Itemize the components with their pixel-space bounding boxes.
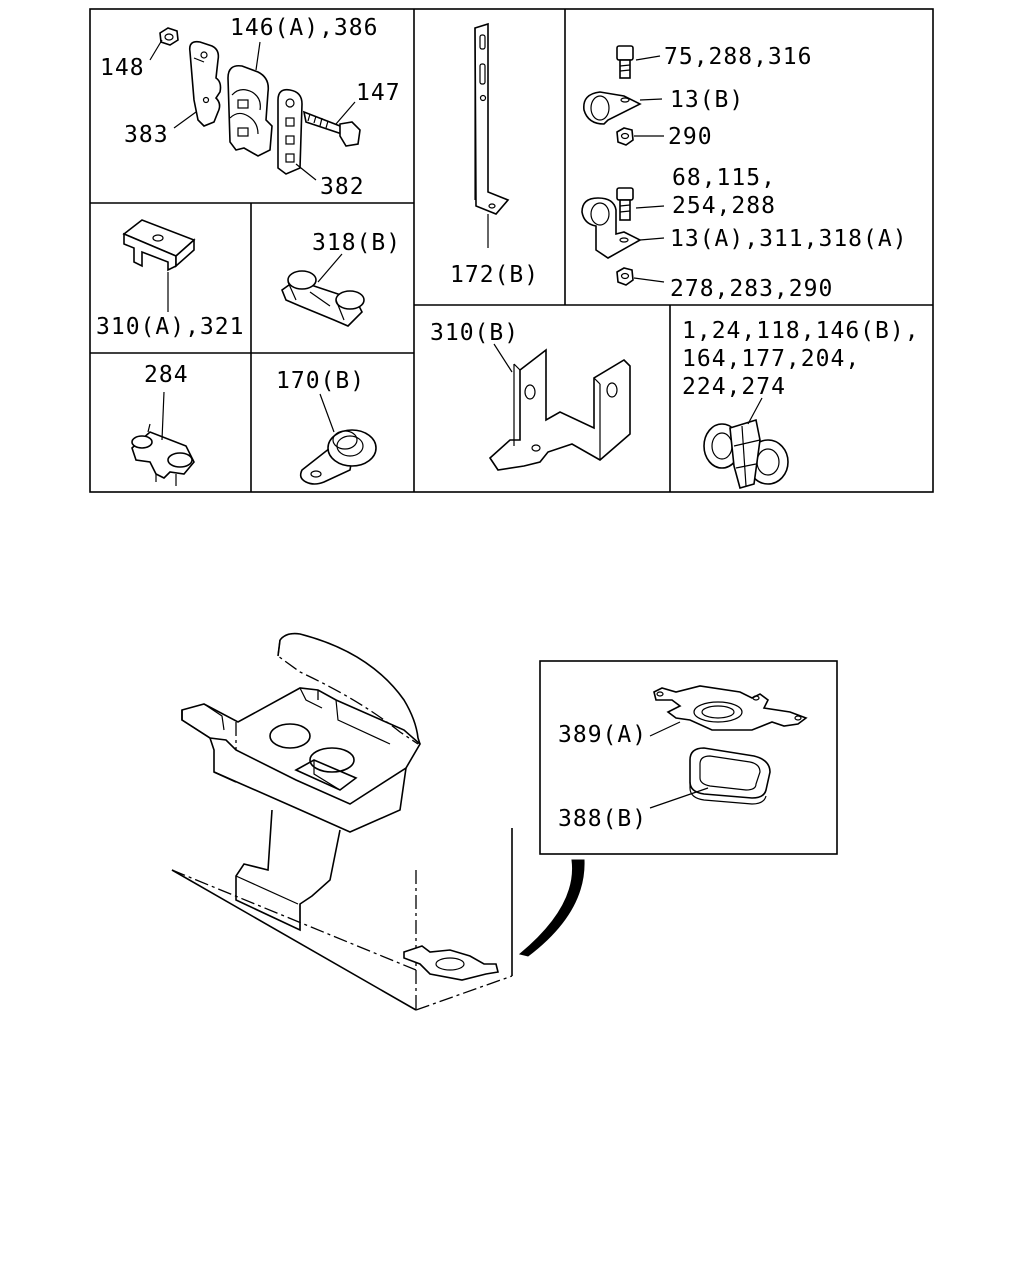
clip-170b-cell: 170(B) [276,368,377,485]
bracket-389a-icon [653,685,808,731]
label-310a-321: 310(A),321 [96,314,244,340]
label-13a-311-318a: 13(A),311,318(A) [670,226,908,252]
label-13b: 13(B) [670,87,744,113]
label-double-clip-line2: 164,177,204, [682,346,860,372]
leader-318b [317,253,343,283]
bracket-310a-icon [122,219,196,272]
label-75-288-316: 75,288,316 [664,44,812,70]
label-278-283-290: 278,283,290 [670,276,833,302]
leader-13b [639,98,663,101]
clip-13b-icon [583,91,642,125]
detail-box: 389(A) 388(B) [539,660,838,855]
bracket-310b-cell: 310(B) [430,320,631,471]
bolt-75-icon [616,45,634,79]
leader-383 [173,111,197,129]
clip-284-cell: 284 [131,362,195,486]
bracket-383-icon [188,40,222,127]
clip-13a-icon [581,197,642,259]
label-290: 290 [668,124,713,150]
label-388b: 388(B) [558,806,647,832]
clamp-assembly-cell: 146(A),386 148 147 383 382 [100,15,401,200]
nut-148-icon [159,27,179,46]
leader-68 [635,205,665,209]
leader-170b [319,393,335,433]
leader-389a [649,721,681,737]
clip-sets-cell: 75,288,316 13(B) 290 68,115, 254,288 13(… [581,44,908,302]
stay-bracket-cell: 172(B) [450,22,539,288]
stay-bracket-172b-icon [474,22,510,215]
label-148: 148 [100,55,145,81]
leader-double-clip [747,397,763,425]
leader-388b [649,787,709,809]
label-254-288: 254,288 [672,193,776,219]
clip-318b-icon [281,270,365,327]
leader-284 [161,391,165,441]
bolt-147-icon [302,110,361,147]
leader-310b [493,343,513,373]
label-383: 383 [124,122,169,148]
parts-grid [89,8,934,493]
label-284: 284 [144,362,189,388]
label-170b: 170(B) [276,368,365,394]
clip-284-icon [131,423,195,486]
nut-278-icon [616,267,634,286]
double-clip-cell: 1,24,118,146(B), 164,177,204, 224,274 [682,318,920,489]
label-382: 382 [320,174,365,200]
label-389a: 389(A) [558,722,647,748]
label-double-clip-line3: 224,274 [682,374,786,400]
double-clip-icon [703,418,789,489]
leader-147 [335,101,356,125]
label-146a-386: 146(A),386 [230,15,378,41]
bolt-68-icon [616,187,634,221]
leader-382 [295,163,317,181]
grommet-388b-icon [689,747,771,805]
detail-callout-arrow [518,859,585,957]
label-double-clip-line1: 1,24,118,146(B), [682,318,920,344]
leader-278 [633,277,665,283]
clamp-plate-382-icon [277,88,303,175]
label-318b: 318(B) [312,230,401,256]
bracket-310b-icon [488,348,631,471]
clamp-block-146a-icon [227,64,273,157]
nut-290-icon [616,127,634,146]
label-310b: 310(B) [430,320,519,346]
clip-170b-icon [299,429,377,485]
leader-13a [639,237,665,241]
label-172b: 172(B) [450,262,539,288]
bracket-310a-cell: 310(A),321 [96,219,244,340]
leader-148 [149,39,163,61]
leader-146a [255,41,261,71]
clip-318b-cell: 318(B) [281,230,401,327]
leader-75 [635,55,661,61]
label-68-115: 68,115, [672,165,776,191]
floor-assembly-view [171,632,585,1011]
label-147: 147 [356,80,401,106]
